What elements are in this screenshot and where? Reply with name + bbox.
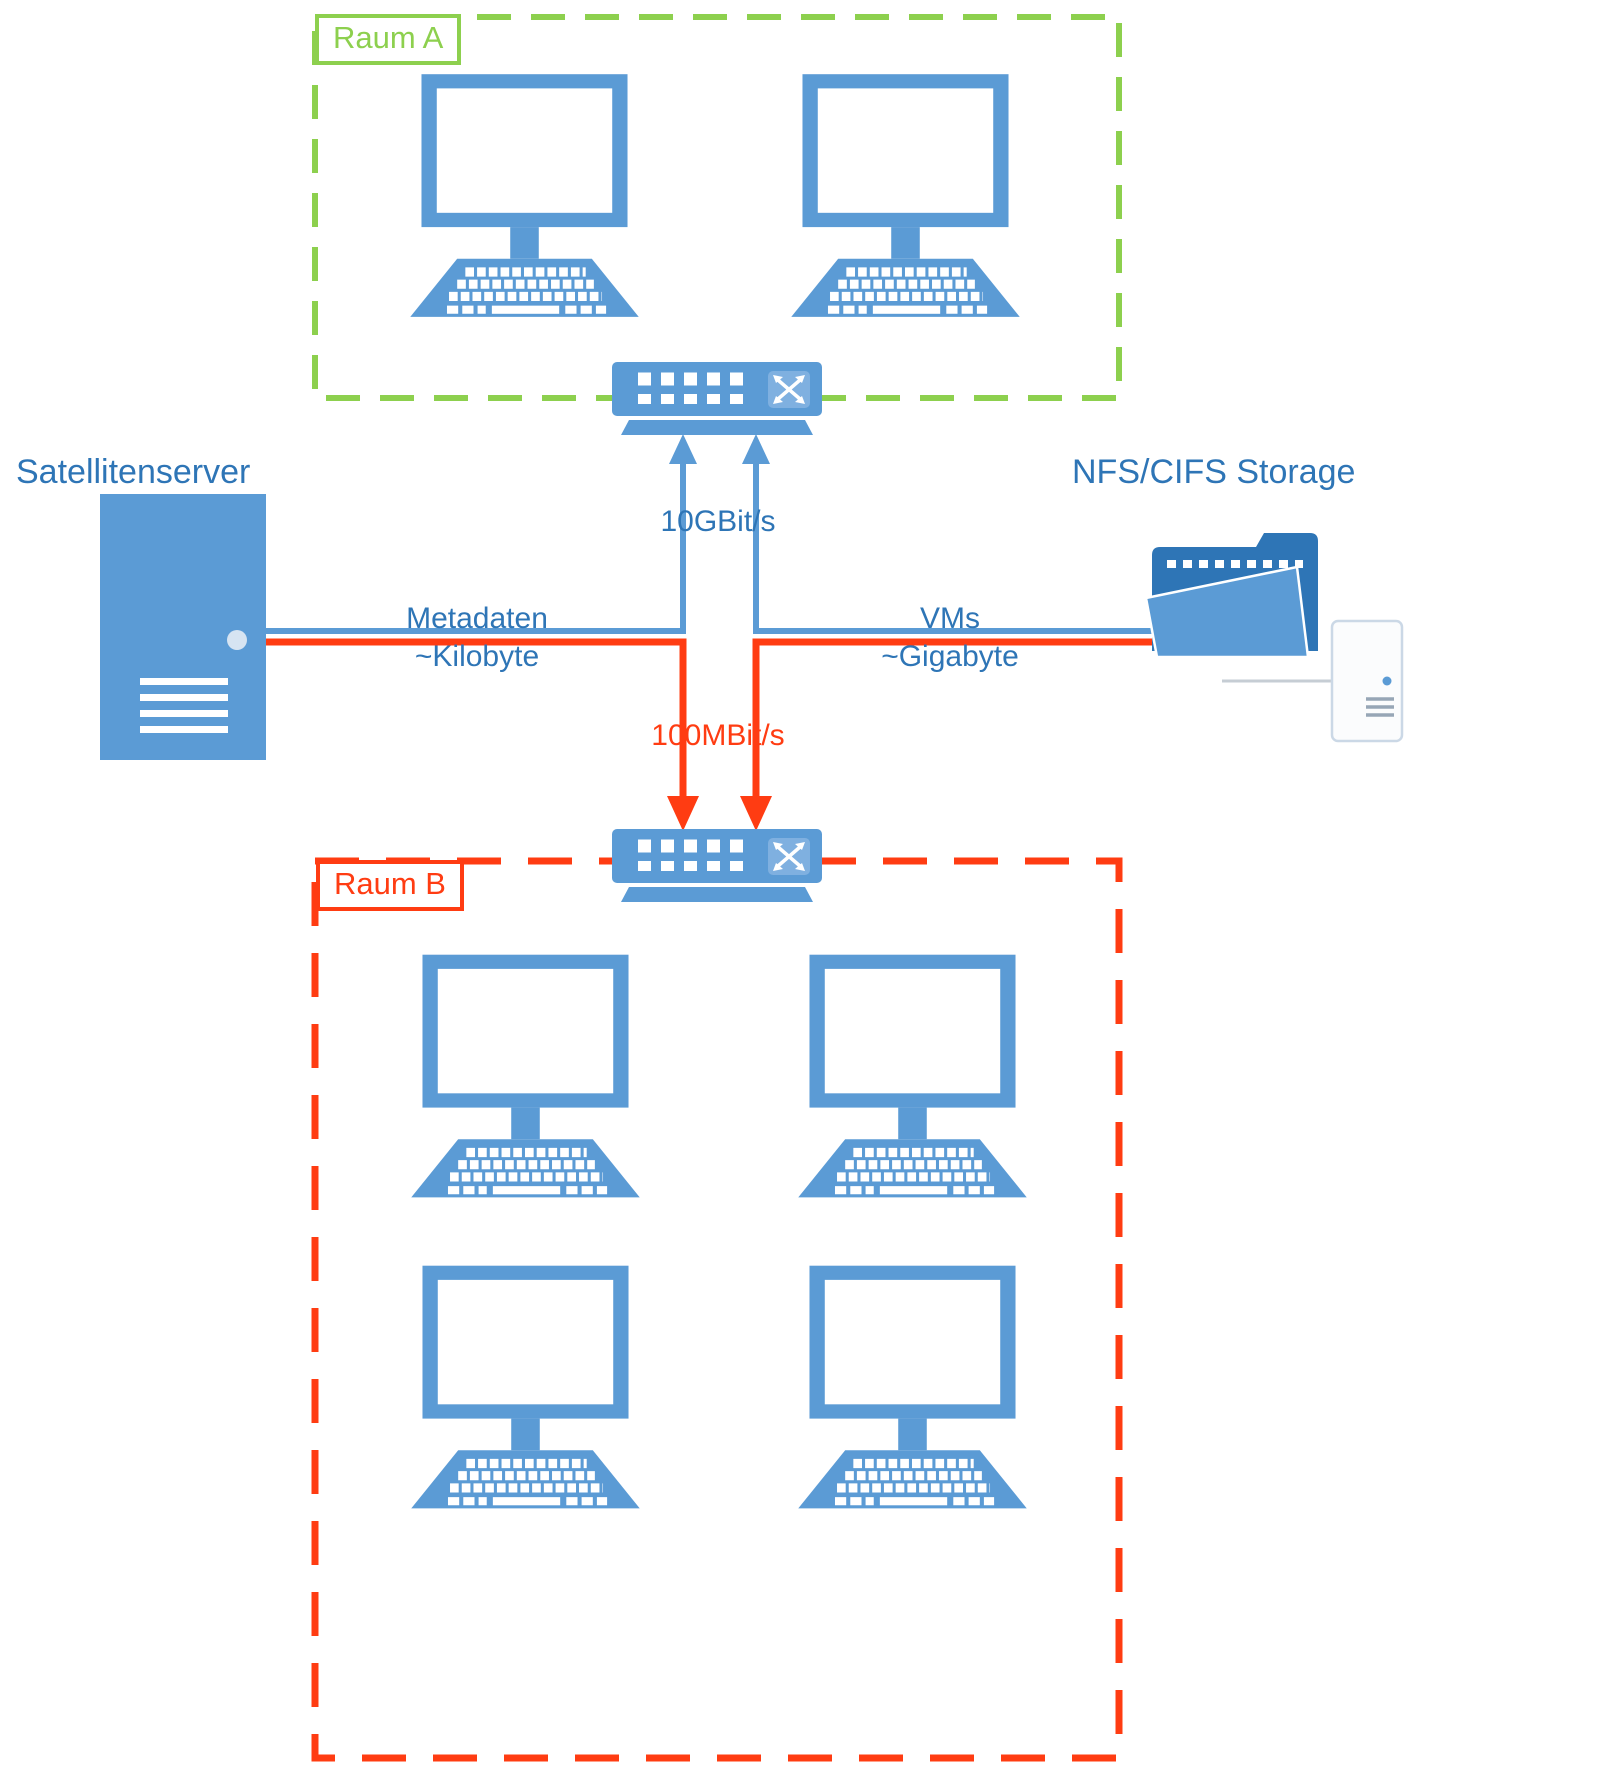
downlink-arrowhead-left (667, 796, 699, 831)
vms-link-label: VMs ~Gigabyte (866, 600, 1034, 676)
uplink-arrowhead-right (742, 434, 770, 464)
nfs-cifs-storage-node (1140, 523, 1330, 671)
switch-raum-b (612, 829, 822, 903)
raum-a-label: Raum A (315, 14, 462, 65)
downlink-line-left (265, 638, 687, 798)
vms-label-line2: ~Gigabyte (881, 640, 1019, 673)
computer-icon (785, 953, 1040, 1201)
uplink-line-left (265, 461, 686, 634)
document-note (1330, 619, 1404, 743)
downlink-speed-label: 100MBit/s (651, 719, 785, 752)
switch-raum-a (612, 362, 822, 436)
computer-raum-a-2 (778, 74, 1033, 319)
computer-icon (785, 1264, 1040, 1512)
document-note-icon (1330, 619, 1404, 743)
network-switch-icon (612, 362, 822, 436)
uplink-arrowhead-left (669, 434, 697, 464)
raum-b-border (311, 857, 1123, 1762)
computer-icon (778, 74, 1033, 319)
computer-raum-a-1 (397, 74, 652, 319)
computer-icon (398, 1264, 653, 1512)
computer-raum-b-3 (398, 1264, 653, 1512)
server-tower-icon (100, 494, 266, 760)
server-label: Satellitenserver (16, 453, 251, 491)
computer-raum-b-1 (398, 953, 653, 1201)
metadata-label-line1: Metadaten (406, 602, 548, 635)
computer-raum-b-2 (785, 953, 1040, 1201)
storage-label: NFS/CIFS Storage (1072, 453, 1356, 491)
downlink-line-right (752, 638, 1152, 798)
computer-icon (398, 953, 653, 1201)
uplink-speed-label: 10GBit/s (660, 505, 776, 538)
computer-raum-b-4 (785, 1264, 1040, 1512)
metadata-label-line2: ~Kilobyte (414, 640, 540, 673)
downlink-arrowhead-right (740, 796, 772, 831)
computer-icon (397, 74, 652, 319)
folder-storage-icon (1140, 523, 1330, 671)
satellite-server-node (100, 494, 266, 760)
metadata-link-label: Metadaten ~Kilobyte (393, 600, 561, 676)
vms-label-line1: VMs (920, 602, 980, 635)
raum-b-label: Raum B (316, 860, 464, 911)
network-switch-icon (612, 829, 822, 903)
uplink-line-right (753, 461, 1152, 634)
